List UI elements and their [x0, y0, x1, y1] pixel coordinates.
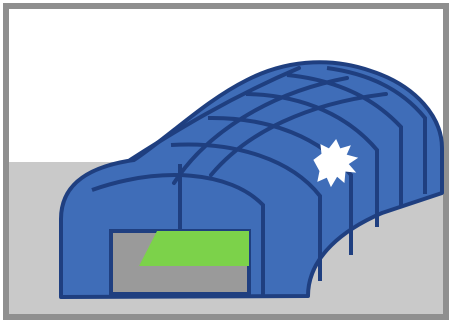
roof-rib-2 — [209, 92, 388, 177]
arch-1 — [170, 142, 322, 281]
arch-3 — [245, 92, 379, 227]
arch-5 — [326, 66, 427, 194]
greenhouse-icon — [59, 60, 444, 299]
arch-front — [91, 173, 265, 296]
crop-bed-icon — [139, 231, 249, 266]
frame-border — [3, 3, 449, 320]
hole-burst-icon — [313, 139, 359, 188]
arch-4 — [286, 73, 403, 206]
roof-rib-3 — [128, 66, 301, 162]
